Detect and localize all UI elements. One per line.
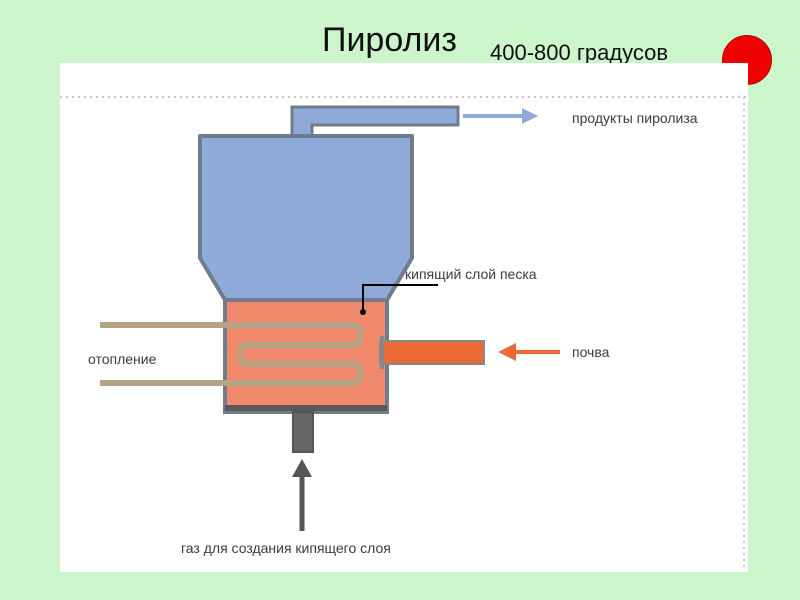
temperature-label: 400-800 градусов	[490, 40, 669, 65]
sand-bed-leader-line	[360, 284, 438, 315]
soil-pipe-flange	[380, 336, 384, 369]
reactor-upper-body	[198, 134, 414, 302]
label-heating: отопление	[88, 351, 157, 367]
slide-title: Пиролиз	[322, 21, 457, 59]
diagram-panel: продукты пиролиза кипящий слой песка поч…	[60, 63, 748, 572]
label-products: продукты пиролиза	[572, 110, 698, 126]
label-sand-bed: кипящий слой песка	[405, 266, 537, 282]
pyrolysis-reactor-diagram	[60, 96, 748, 568]
gas-arrow-icon	[292, 459, 312, 531]
soil-inlet-pipe	[379, 340, 485, 365]
label-gas: газ для создания кипящего слоя	[181, 540, 391, 556]
products-arrow-icon	[463, 108, 538, 124]
heating-coil	[100, 322, 363, 386]
label-soil: почва	[572, 344, 610, 360]
soil-arrow-icon	[498, 343, 560, 361]
sand-bed-chamber	[223, 298, 389, 414]
gas-inlet-pipe	[292, 411, 314, 453]
